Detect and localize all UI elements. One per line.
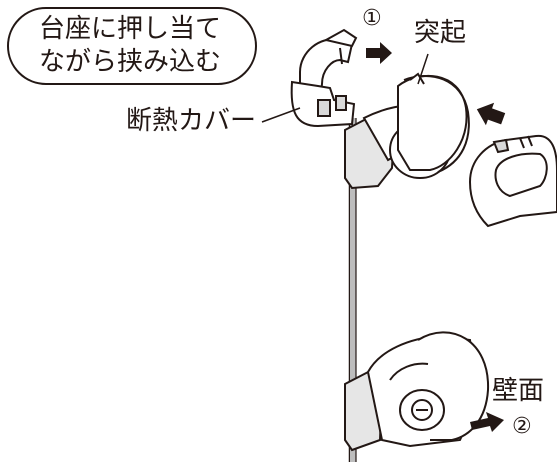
- arrow-step2: [470, 412, 504, 432]
- callout-line-1: 台座に押し当て: [38, 14, 221, 44]
- arrow-right-cover: [476, 102, 506, 126]
- wall-surface-label: 壁面: [492, 376, 545, 406]
- protrusion-leader-line: [417, 53, 429, 85]
- step2-marker: ②: [512, 414, 532, 439]
- callout-box: [7, 7, 257, 85]
- insulation-cover-right: [468, 134, 557, 228]
- callout-text: 台座に押し当て ながら挟み込む: [0, 6, 260, 86]
- upper-faucet-body: [344, 72, 470, 190]
- callout-line-2: ながら挟み込む: [38, 47, 221, 77]
- step1-marker: ①: [362, 6, 382, 31]
- protrusion-label: 突起: [414, 18, 467, 48]
- arrow-step1: [366, 42, 392, 64]
- insulation-cover-left: [290, 28, 358, 128]
- lower-faucet-body: [344, 331, 490, 452]
- insulation-cover-label: 断熱カバー: [126, 106, 257, 136]
- cover-leader-line: [261, 107, 301, 123]
